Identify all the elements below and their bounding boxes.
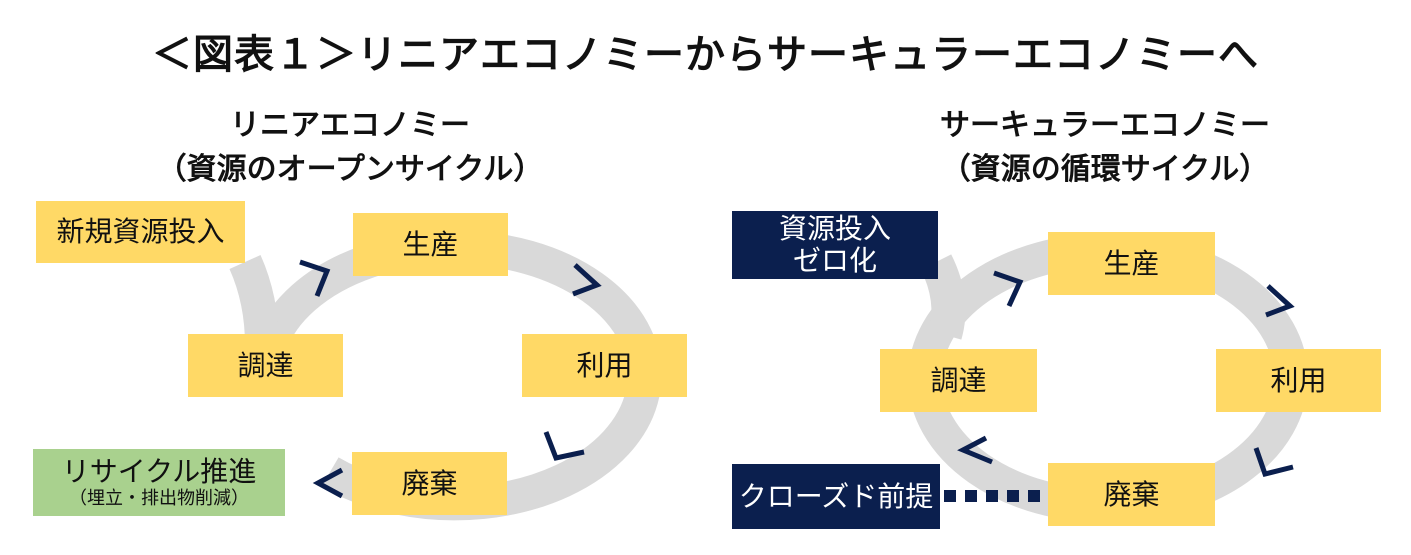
linear-arrow-to-production	[299, 259, 331, 297]
linear-heading: リニアエコノミー （資源のオープンサイクル）	[140, 104, 560, 192]
circular-arrow-to-procurement	[957, 435, 993, 465]
circular-use-box: 利用	[1216, 349, 1381, 412]
circular-production-box: 生産	[1048, 232, 1215, 295]
circular-heading-line1: サーキュラーエコノミー	[940, 108, 1270, 143]
circular-input-line2: ゼロ化	[792, 244, 877, 277]
linear-recycle-note: （埋立・排出物削減）	[69, 487, 249, 509]
circular-closed-loop-box: クローズド前提	[732, 464, 940, 529]
circular-arrow-to-use	[1265, 284, 1295, 318]
linear-arrow-to-disposal	[543, 431, 585, 461]
figure-title: ＜図表１＞リニアエコノミーからサーキュラーエコノミーへ	[152, 32, 1259, 78]
linear-heading-line2: （資源のオープンサイクル）	[156, 152, 544, 187]
linear-heading-line1: リニアエコノミー	[230, 108, 470, 143]
circular-input-line1: 資源投入	[778, 212, 891, 245]
circular-procurement-box: 調達	[880, 349, 1037, 412]
linear-use-box: 利用	[522, 334, 687, 397]
linear-input-feed	[229, 255, 279, 346]
linear-recycle-box: リサイクル推進 （埋立・排出物削減）	[33, 449, 285, 516]
linear-recycle-label: リサイクル推進	[61, 454, 257, 488]
linear-input-box: 新規資源投入	[36, 201, 245, 263]
circular-heading: サーキュラーエコノミー （資源の循環サイクル）	[895, 104, 1315, 192]
linear-arrow-to-use	[572, 263, 602, 297]
linear-production-box: 生産	[353, 213, 508, 276]
circular-arrow-to-disposal	[1253, 447, 1294, 477]
circular-input-feed	[920, 254, 966, 340]
linear-disposal-box: 廃棄	[352, 452, 507, 515]
circular-arrow-to-production	[993, 270, 1024, 308]
circular-disposal-box: 廃棄	[1048, 463, 1215, 526]
circular-input-box: 資源投入 ゼロ化	[732, 211, 938, 279]
circular-heading-line2: （資源の循環サイクル）	[940, 152, 1270, 187]
linear-arrow-to-recycle	[312, 467, 344, 499]
linear-procurement-box: 調達	[188, 334, 343, 397]
